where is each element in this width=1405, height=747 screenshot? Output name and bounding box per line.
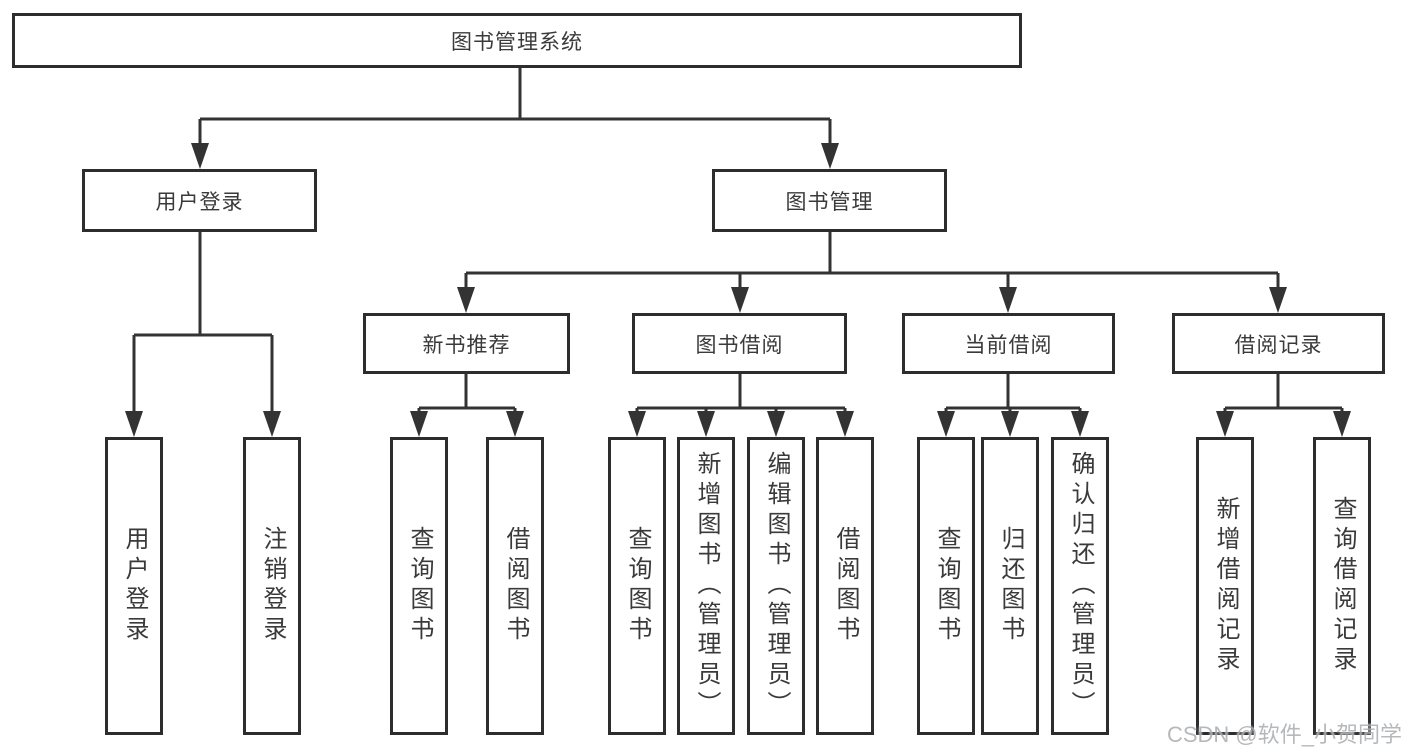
- leaf-edit-book-admin: 编辑图书（管理员）: [747, 437, 805, 735]
- leaf-label: 编辑图书（管理员）: [763, 451, 790, 721]
- node-label: 当前借阅: [964, 333, 1053, 357]
- arrowhead: [697, 411, 715, 437]
- node-label: 借阅记录: [1234, 333, 1323, 357]
- edge-book-mgmt-to-level3: [464, 232, 1280, 294]
- leaf-label: 用户登录: [121, 526, 148, 646]
- node-borrowing-records: 借阅记录: [1172, 313, 1385, 374]
- leaf-label: 归还图书: [997, 526, 1024, 646]
- arrowhead: [191, 143, 209, 169]
- arrowhead: [1269, 287, 1287, 313]
- arrowhead: [263, 411, 281, 437]
- leaf-query-books-current: 查询图书: [917, 437, 975, 735]
- node-label: 新书推荐: [422, 333, 511, 357]
- arrowhead: [836, 411, 854, 437]
- leaf-borrow-books-recommend: 借阅图书: [486, 437, 544, 735]
- node-book-management: 图书管理: [712, 169, 947, 232]
- leaf-label: 查询借阅记录: [1329, 496, 1356, 676]
- arrowhead: [457, 287, 475, 313]
- edge-book-borrow-to-leaves: [635, 374, 847, 418]
- leaf-query-books-borrow: 查询图书: [608, 437, 666, 735]
- arrowhead: [1333, 411, 1351, 437]
- edge-new-book-to-leaves: [417, 374, 517, 418]
- node-label: 图书管理系统: [451, 30, 583, 54]
- edge-records-to-leaves: [1223, 374, 1344, 418]
- leaf-return-books: 归还图书: [981, 437, 1039, 735]
- arrowhead: [506, 411, 524, 437]
- leaf-add-book-admin: 新增图书（管理员）: [677, 437, 735, 735]
- node-current-borrowing: 当前借阅: [902, 313, 1115, 374]
- leaf-label: 查询图书: [933, 526, 960, 646]
- arrowhead: [410, 411, 428, 437]
- arrowhead: [1001, 411, 1019, 437]
- arrowhead: [731, 287, 749, 313]
- edge-user-login-to-leaves: [132, 232, 274, 418]
- node-library-management-system: 图书管理系统: [12, 13, 1022, 68]
- edge-cur-borrow-to-leaves: [944, 374, 1082, 418]
- node-label: 图书借阅: [695, 333, 784, 357]
- leaf-confirm-return-admin: 确认归还（管理员）: [1051, 437, 1109, 735]
- arrowhead: [1216, 411, 1234, 437]
- leaf-logout: 注销登录: [243, 437, 301, 735]
- leaf-user-login: 用户登录: [105, 437, 163, 735]
- leaf-label: 查询图书: [624, 526, 651, 646]
- node-user-login: 用户登录: [82, 169, 317, 232]
- arrowhead: [628, 411, 646, 437]
- arrowhead: [937, 411, 955, 437]
- leaf-query-borrow-record: 查询借阅记录: [1313, 437, 1371, 735]
- node-label: 图书管理: [785, 190, 874, 214]
- leaf-label: 注销登录: [259, 526, 286, 646]
- node-new-book-recommendation: 新书推荐: [363, 313, 570, 374]
- leaf-query-books-recommend: 查询图书: [390, 437, 448, 735]
- leaf-label: 借阅图书: [832, 526, 859, 646]
- leaf-add-borrow-record: 新增借阅记录: [1196, 437, 1254, 735]
- leaf-borrow-books: 借阅图书: [816, 437, 874, 735]
- arrowhead: [1071, 411, 1089, 437]
- leaf-label: 借阅图书: [502, 526, 529, 646]
- leaf-label: 新增借阅记录: [1212, 496, 1239, 676]
- leaf-label: 查询图书: [406, 526, 433, 646]
- arrowhead: [767, 411, 785, 437]
- csdn-watermark: CSDN @软件_小贺同学: [1166, 722, 1402, 747]
- arrowhead: [821, 143, 839, 169]
- arrowhead: [125, 411, 143, 437]
- node-book-borrowing: 图书借阅: [632, 313, 847, 374]
- arrowhead: [999, 287, 1017, 313]
- leaf-label: 确认归还（管理员）: [1067, 451, 1094, 721]
- node-label: 用户登录: [155, 190, 244, 214]
- edge-root-to-level2: [198, 68, 832, 150]
- leaf-label: 新增图书（管理员）: [693, 451, 720, 721]
